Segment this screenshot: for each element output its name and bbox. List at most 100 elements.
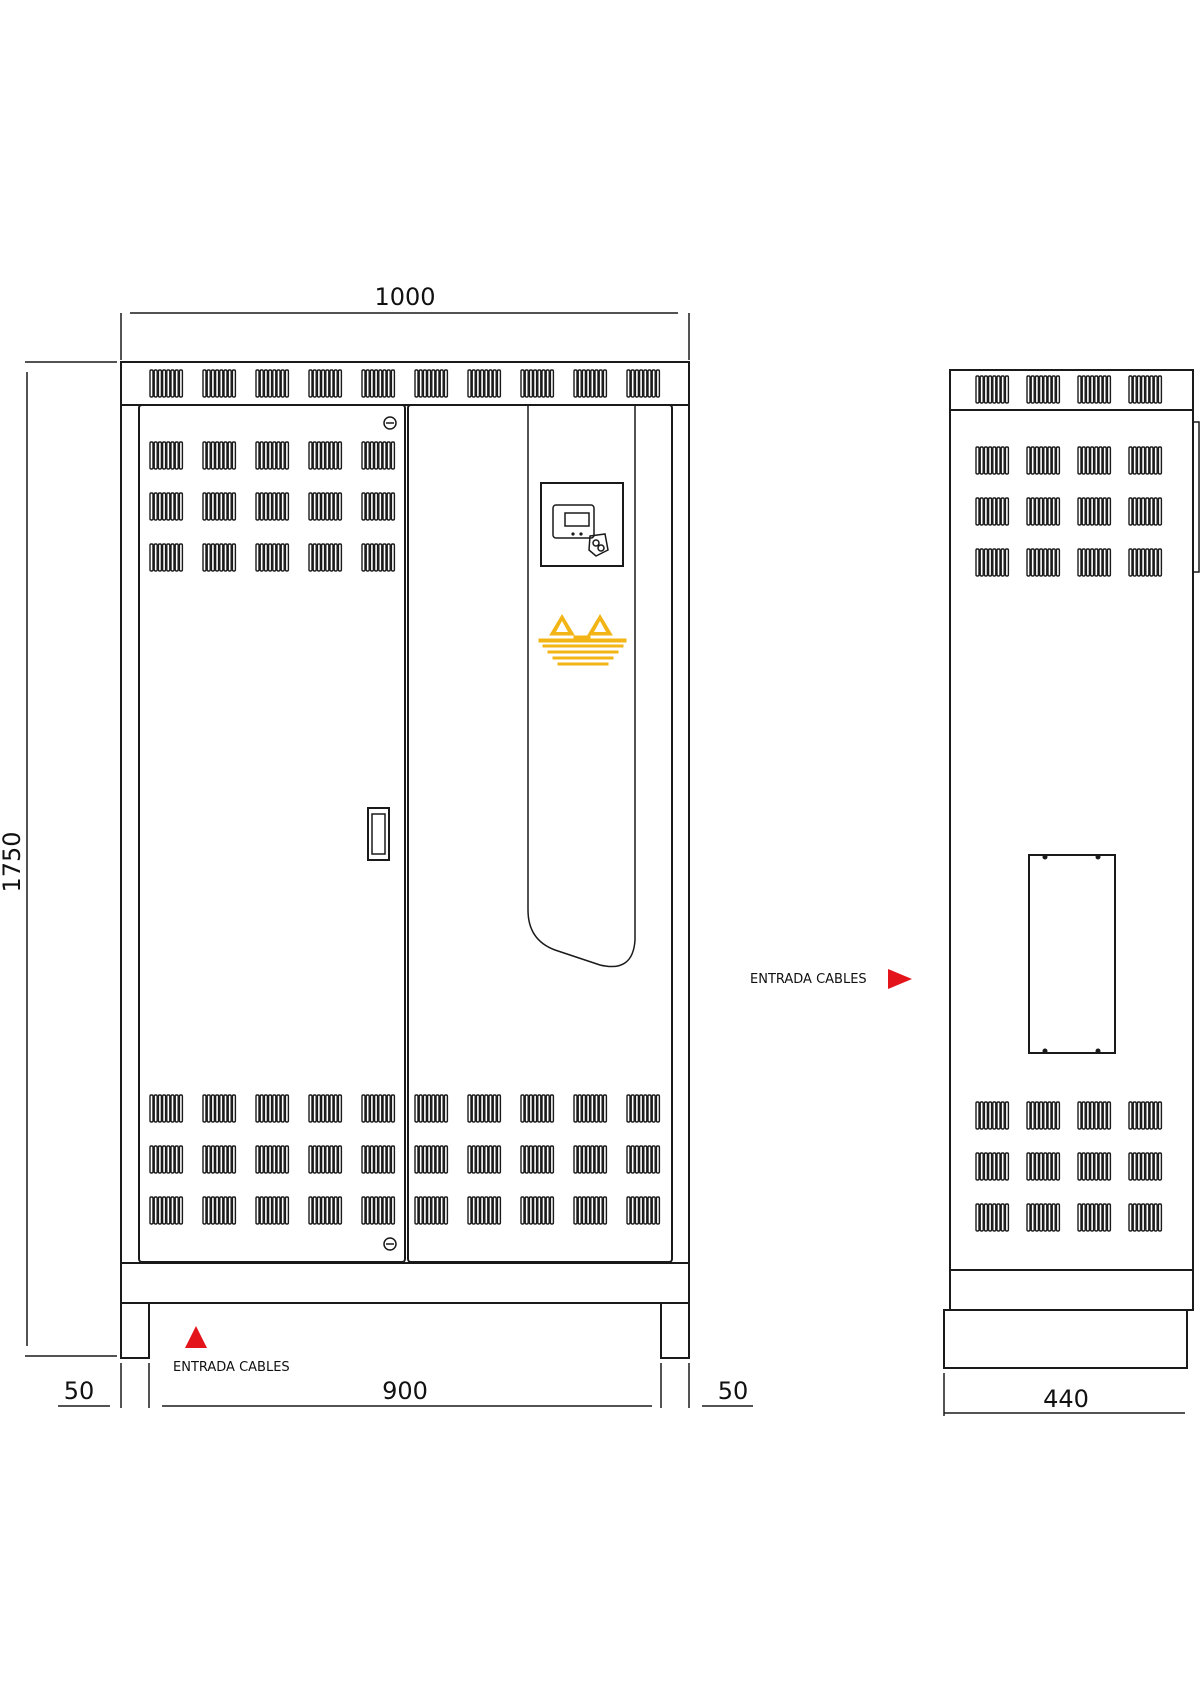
side-body [949,409,1194,1271]
dimension-right-margin-value: 50 [718,1377,749,1405]
vent-grille [1077,1152,1112,1181]
vent-grille [361,441,396,470]
vent-grille [149,1196,184,1225]
door-handle [367,807,390,861]
vent-grille [520,1145,555,1174]
vent-grille [975,1203,1010,1232]
vent-grille [1128,497,1163,526]
vent-grille [1077,1203,1112,1232]
vent-grille [308,1094,343,1123]
right-foot [660,1302,690,1359]
dimension-left-margin-value: 50 [64,1377,95,1405]
vent-grille [626,1196,661,1225]
vent-grille [520,1094,555,1123]
vent-grille [1128,1203,1163,1232]
vent-grille [1128,446,1163,475]
cable-entry-arrow-up-icon [185,1326,207,1348]
vent-grille [149,492,184,521]
dimension-inner-width-value: 900 [382,1377,428,1405]
vent-grille [255,1196,290,1225]
dimension-bottom: 50 900 50 [58,1363,753,1408]
vent-grille [308,1145,343,1174]
vent-grille [361,492,396,521]
vent-grille [361,1145,396,1174]
vent-grille [1128,1152,1163,1181]
vent-grille [573,369,608,398]
vent-grille [414,1145,449,1174]
vent-grille [573,1094,608,1123]
vent-grille [202,441,237,470]
vent-grille [255,492,290,521]
vent-grille [149,1145,184,1174]
side-view: 440 ENTRADA CABLES [750,369,1200,1416]
vent-grille [202,543,237,572]
vent-grille [975,1101,1010,1130]
dimension-height-total-value: 1750 [0,831,26,892]
vent-grille [202,1094,237,1123]
vent-grille [255,441,290,470]
left-door [138,404,406,1263]
vent-grille [626,1094,661,1123]
vent-grille [1026,497,1061,526]
cable-entry-arrow-right-icon [888,969,912,989]
vent-grille [308,543,343,572]
dimension-width-total-value: 1000 [374,283,435,311]
side-base [943,1309,1188,1369]
warning-icon [538,614,627,666]
front-view: 1000 1750 [0,283,753,1408]
vent-grille [361,1094,396,1123]
vent-grille [1077,446,1112,475]
vent-grille [520,1196,555,1225]
vent-grille [1026,1203,1061,1232]
vent-grille [1128,548,1163,577]
control-panel-recess [527,405,636,968]
vent-grille [202,1145,237,1174]
vent-grille [361,543,396,572]
cable-entry-side: ENTRADA CABLES [750,969,912,989]
vent-grille [308,441,343,470]
vent-grille [149,543,184,572]
vent-grille [467,1094,502,1123]
control-panel-display-icon [540,482,624,567]
cable-entry-plate [1028,854,1116,1054]
vent-grille [202,1196,237,1225]
vent-grille [467,1145,502,1174]
front-vent-grilles [149,369,661,1225]
lock-bottom-icon [383,1237,397,1251]
left-foot [120,1302,150,1359]
vent-grille [255,1145,290,1174]
vent-grille [255,543,290,572]
vent-grille [573,1196,608,1225]
cable-entry-front: ENTRADA CABLES [173,1326,290,1375]
vent-grille [975,375,1010,404]
vent-grille [975,497,1010,526]
vent-grille [975,548,1010,577]
vent-grille [308,1196,343,1225]
dimension-depth: 440 [943,1373,1185,1416]
vent-grille [573,1145,608,1174]
vent-grille [308,492,343,521]
vent-grille [1026,446,1061,475]
cable-entry-front-label: ENTRADA CABLES [173,1360,290,1375]
vent-grille [361,369,396,398]
vent-grille [520,369,555,398]
vent-grille [467,369,502,398]
vent-grille [149,441,184,470]
vent-grille [1077,375,1112,404]
vent-grille [1128,375,1163,404]
vent-grille [1077,548,1112,577]
vent-grille [414,1196,449,1225]
vent-grille [361,1196,396,1225]
vent-grille [975,446,1010,475]
vent-grille [626,1145,661,1174]
vent-grille [1026,375,1061,404]
dimension-height-total: 1750 [0,361,117,1357]
vent-grille [1026,1101,1061,1130]
side-vent-grilles [975,375,1163,1232]
plinth [120,1262,690,1304]
vent-grille [255,369,290,398]
vent-grille [1128,1101,1163,1130]
vent-grille [1077,1101,1112,1130]
vent-grille [414,1094,449,1123]
